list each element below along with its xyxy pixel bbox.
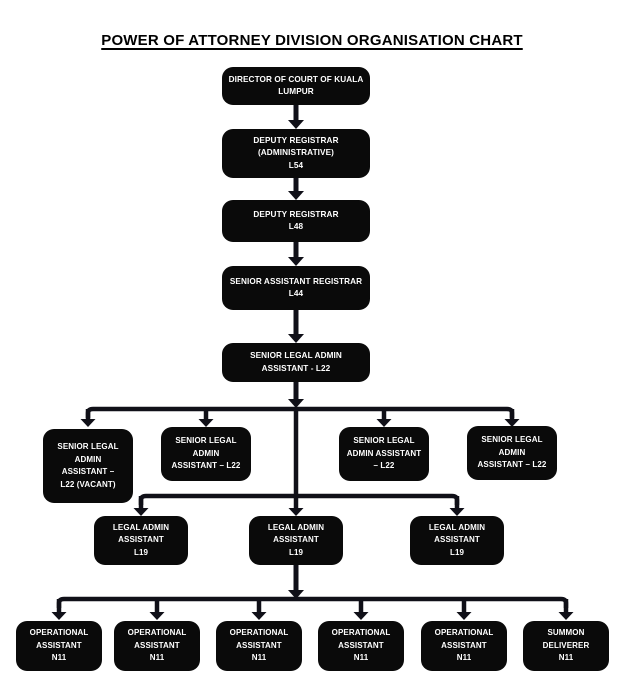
operational-rail (51, 596, 574, 620)
org-node-deputy-registrar-admin: DEPUTY REGISTRAR (ADMINISTRATIVE) L54 (222, 129, 370, 178)
org-node-operational-1: OPERATIONAL ASSISTANT N11 (16, 621, 102, 671)
operational-feed-arrow (288, 565, 304, 599)
org-node-operational-4: OPERATIONAL ASSISTANT N11 (318, 621, 404, 671)
org-node-senior-assistant-registrar: SENIOR ASSISTANT REGISTRAR L44 (222, 266, 370, 310)
legal-admin-rail (133, 493, 465, 516)
org-node-operational-3: OPERATIONAL ASSISTANT N11 (216, 621, 302, 671)
org-node-senior-legal-admin-2: SENIOR LEGAL ADMIN ASSISTANT – L22 (161, 427, 251, 481)
org-node-legal-admin-1: LEGAL ADMIN ASSISTANT L19 (94, 516, 188, 565)
org-node-senior-legal-admin-vacant: SENIOR LEGAL ADMIN ASSISTANT – L22 (VACA… (43, 429, 133, 503)
chart-title: POWER OF ATTORNEY DIVISION ORGANISATION … (101, 32, 523, 49)
org-node-deputy-registrar: DEPUTY REGISTRAR L48 (222, 200, 370, 242)
org-node-legal-admin-3: LEGAL ADMIN ASSISTANT L19 (410, 516, 504, 565)
org-node-operational-5: OPERATIONAL ASSISTANT N11 (421, 621, 507, 671)
org-node-summon-deliverer: SUMMON DELIVERER N11 (523, 621, 609, 671)
org-node-senior-legal-admin-head: SENIOR LEGAL ADMIN ASSISTANT - L22 (222, 343, 370, 382)
org-node-director: DIRECTOR OF COURT OF KUALA LUMPUR (222, 67, 370, 105)
chain-arrows (288, 105, 304, 408)
org-node-senior-legal-admin-3: SENIOR LEGAL ADMIN ASSISTANT – L22 (339, 427, 429, 481)
senior-legal-admin-rail (80, 406, 520, 496)
org-node-operational-2: OPERATIONAL ASSISTANT N11 (114, 621, 200, 671)
org-node-senior-legal-admin-4: SENIOR LEGAL ADMIN ASSISTANT – L22 (467, 426, 557, 480)
org-node-legal-admin-2: LEGAL ADMIN ASSISTANT L19 (249, 516, 343, 565)
